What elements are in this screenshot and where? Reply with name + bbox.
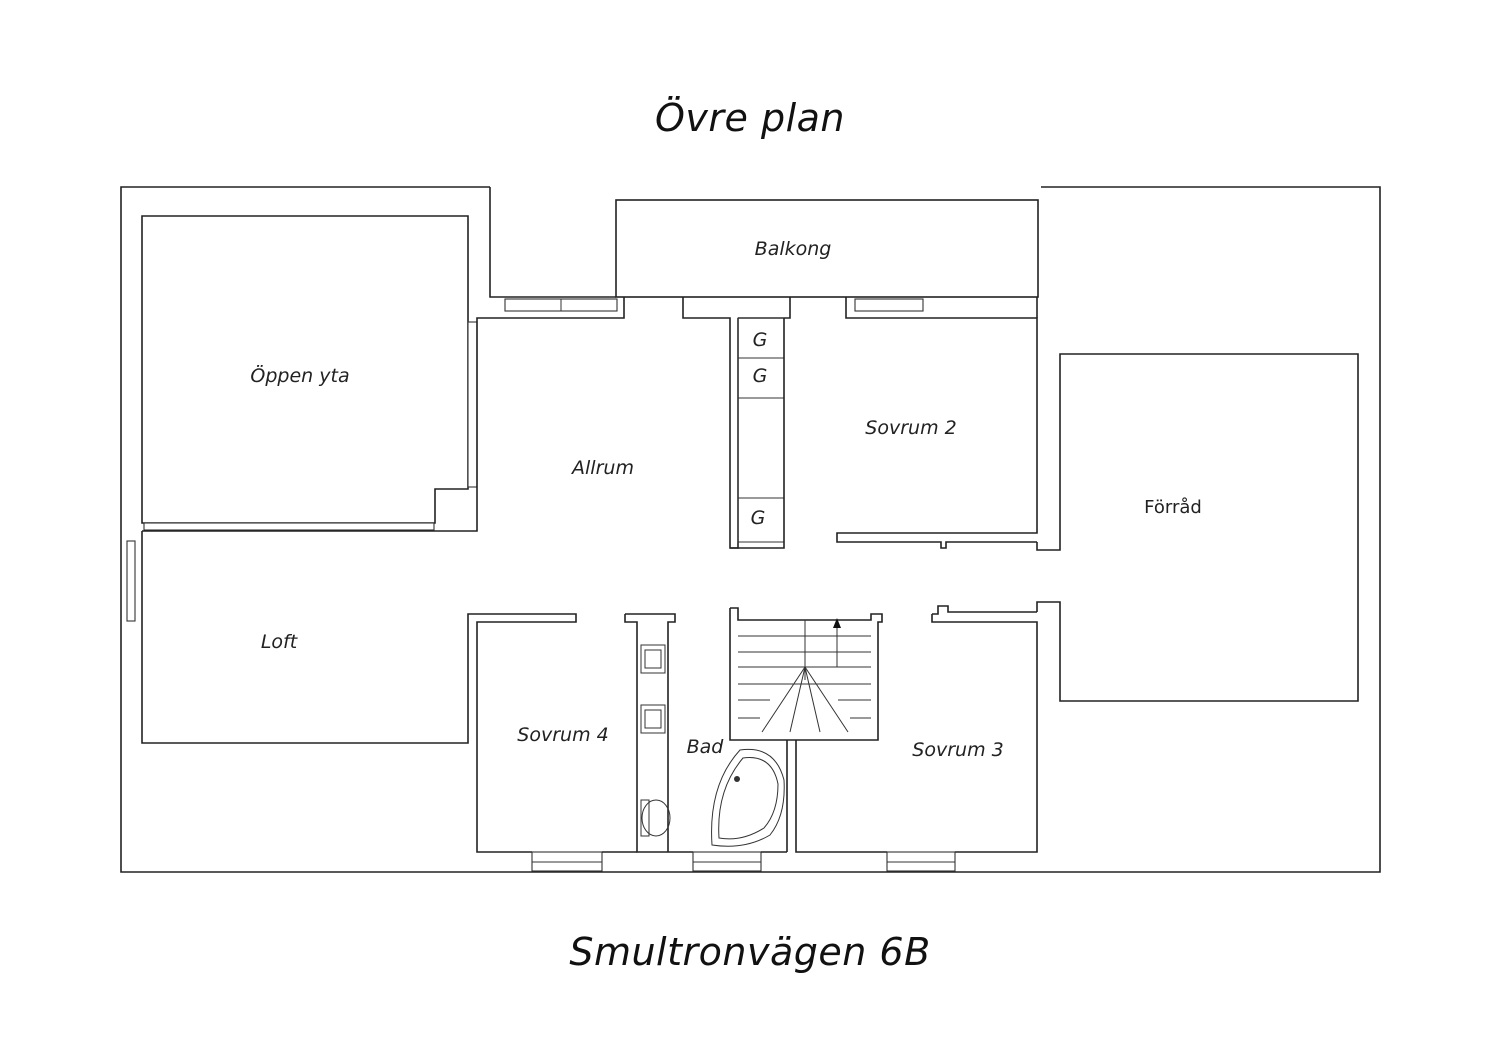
room-label-bad: Bad	[687, 736, 725, 758]
allrum-walls	[142, 297, 791, 549]
loft-walls	[126, 531, 577, 853]
plan-title: Övre plan	[654, 96, 846, 140]
room-label-sovrum-3: Sovrum 3	[912, 739, 1003, 761]
balcony	[615, 199, 1039, 298]
open-area	[141, 215, 478, 531]
room-label-oppen-yta: Öppen yta	[250, 364, 349, 387]
storage-walls	[1036, 353, 1359, 702]
bathroom-walls	[624, 613, 788, 872]
closet-label: G	[753, 329, 768, 351]
bedroom-4-walls	[531, 851, 637, 872]
staircase	[729, 607, 883, 741]
room-label-forrad: Förråd	[1144, 497, 1202, 518]
room-label-loft: Loft	[261, 631, 299, 653]
room-label-balkong: Balkong	[755, 238, 832, 260]
closet-label: G	[751, 507, 766, 529]
room-label-sovrum-4: Sovrum 4	[517, 724, 608, 746]
wardrobe-column	[730, 317, 785, 549]
closet-label: G	[753, 365, 768, 387]
outer-boundary	[120, 186, 1381, 873]
room-label-allrum: Allrum	[570, 457, 634, 479]
bedroom-3-walls	[795, 605, 1038, 872]
bedroom-2-walls	[836, 297, 1038, 549]
room-label-sovrum-2: Sovrum 2	[865, 417, 956, 439]
address-caption: Smultronvägen 6B	[569, 930, 931, 974]
